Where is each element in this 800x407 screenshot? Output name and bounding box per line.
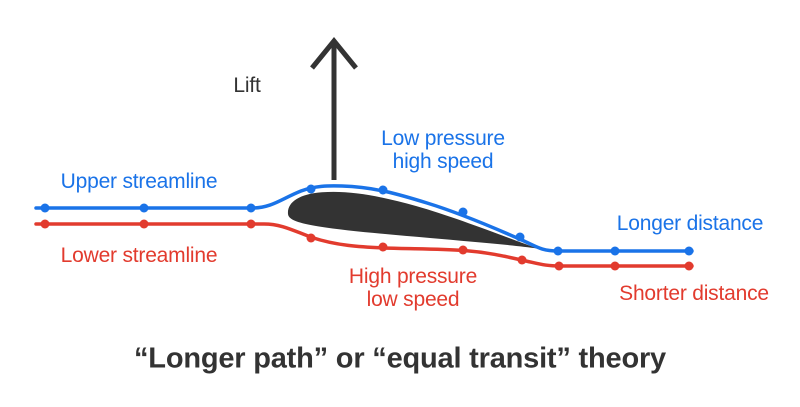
upper-streamline-dot <box>139 203 149 213</box>
lower-streamline-dot <box>40 219 50 229</box>
upper-streamline-dot <box>246 203 256 213</box>
upper-streamline-dot <box>458 207 468 217</box>
upper-streamline-label: Upper streamline <box>60 170 218 193</box>
upper-streamline-line <box>34 184 694 253</box>
lower-streamline-dot <box>139 219 149 229</box>
high-pressure-line2: low speed <box>366 288 460 311</box>
longer-distance-label: Longer distance <box>616 212 764 235</box>
lower-streamline-dot <box>246 219 256 229</box>
high-pressure-line1: High pressure <box>348 265 478 288</box>
lower-streamline-dot <box>554 261 564 271</box>
upper-streamline-dot <box>378 185 388 195</box>
upper-streamline-dot <box>40 203 50 213</box>
upper-streamline-dot <box>610 246 620 256</box>
lower-streamline-dot <box>517 255 527 265</box>
lower-streamline-dot <box>610 261 620 271</box>
lower-streamline-dot <box>306 233 316 243</box>
upper-streamline-dot <box>684 246 694 256</box>
low-pressure-label: Low pressure high speed <box>381 127 505 173</box>
low-pressure-line2: high speed <box>392 150 494 173</box>
diagram-title: “Longer path” or “equal transit” theory <box>134 342 666 375</box>
lower-streamline-dot <box>378 242 388 252</box>
lower-streamline-dot <box>684 261 694 271</box>
upper-streamline-dot <box>553 246 563 256</box>
lower-streamline-dot <box>458 245 468 255</box>
lift-label: Lift <box>233 74 261 97</box>
upper-streamline-dot <box>515 232 525 242</box>
lower-streamline-line <box>34 222 694 268</box>
airfoil-shape <box>287 191 538 249</box>
low-pressure-line1: Low pressure <box>381 127 505 150</box>
upper-streamline-dot <box>306 184 316 194</box>
shorter-distance-label: Shorter distance <box>619 282 769 305</box>
lift-arrow-head-icon <box>310 37 358 70</box>
high-pressure-label: High pressure low speed <box>349 265 477 311</box>
lower-streamline-label: Lower streamline <box>60 244 218 267</box>
